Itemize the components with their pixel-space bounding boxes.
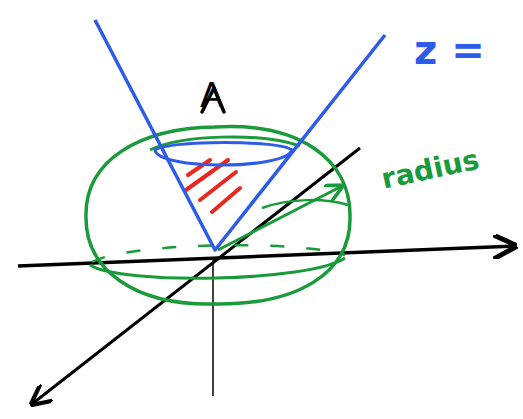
radius-arc [262, 200, 348, 208]
shading-stroke [212, 188, 240, 212]
axis-label: A [200, 78, 223, 112]
equation-label: z = [414, 30, 485, 70]
radius-arrow [218, 186, 342, 250]
cone-rim [155, 143, 292, 166]
y-axis [32, 148, 360, 404]
radius-label: radius [379, 146, 482, 194]
sphere-equator-front [90, 258, 345, 278]
volume-shading [186, 160, 240, 212]
cone [95, 20, 385, 250]
sphere-outline [86, 127, 350, 305]
